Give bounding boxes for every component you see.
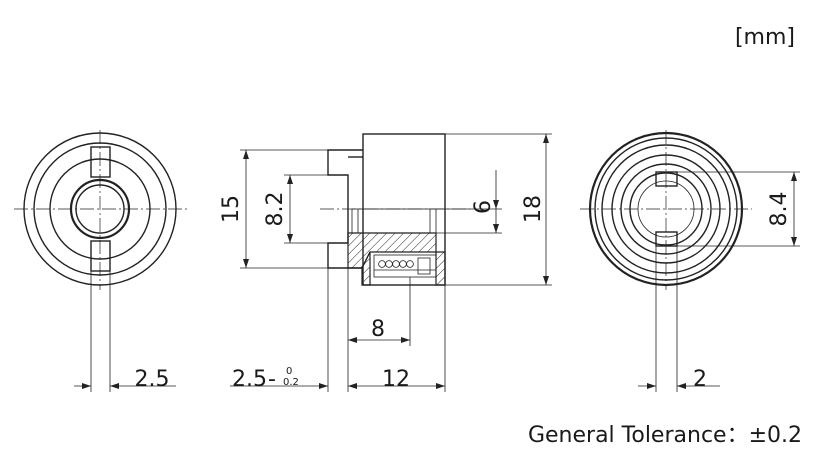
front-view-left bbox=[14, 130, 188, 392]
dim-shaft-len: 2.5 bbox=[232, 367, 267, 392]
dim-shaft-height: 15 bbox=[219, 195, 244, 223]
dim-body-height: 18 bbox=[521, 195, 546, 223]
dim-shaft-tol-upper: 0 bbox=[286, 366, 292, 377]
dim-shaft-tol-lower: 0.2 bbox=[283, 377, 299, 388]
dim-shaft-len-dash: - bbox=[268, 367, 276, 392]
side-section-view bbox=[230, 133, 552, 392]
dim-body-len: 12 bbox=[382, 367, 410, 392]
rear-view-right bbox=[580, 130, 800, 392]
dim-right-bore: 8.4 bbox=[767, 192, 792, 227]
dim-right-slot: 2 bbox=[693, 367, 707, 392]
dim-left-slot: 2.5 bbox=[135, 367, 170, 392]
dim-bore-height: 8.2 bbox=[263, 192, 288, 227]
units-label: [mm] bbox=[735, 25, 795, 50]
dim-inner-bore: 6 bbox=[471, 200, 496, 214]
dim-depth: 8 bbox=[371, 317, 385, 342]
general-tolerance-note: General Tolerance：±0.2 bbox=[528, 423, 802, 448]
